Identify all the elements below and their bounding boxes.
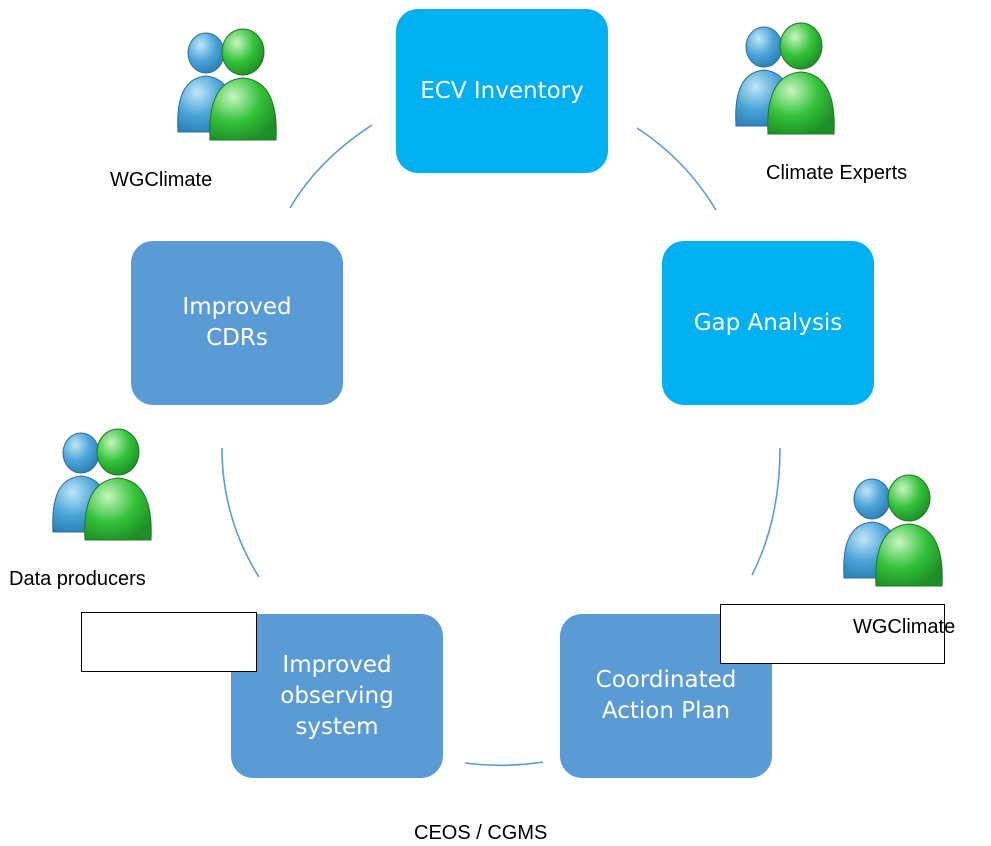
connector-gap-to-plan bbox=[751, 447, 781, 576]
climate-experts-label: Climate Experts bbox=[766, 162, 908, 184]
people-icon-right bbox=[843, 474, 943, 587]
connector-plan-to-obs bbox=[464, 761, 544, 767]
improved-cdrs-label: Improved CDRs bbox=[182, 294, 292, 351]
ecv-inventory-box: ECV Inventory bbox=[396, 9, 608, 173]
ceos-cgms-label: CEOS / CGMS bbox=[414, 822, 548, 844]
empty-box-right bbox=[720, 604, 945, 664]
empty-box-left bbox=[81, 612, 257, 672]
people-icon-left bbox=[52, 428, 152, 541]
gap-analysis-label: Gap Analysis bbox=[693, 309, 843, 336]
wgclimate-label-right: WGClimate bbox=[853, 616, 956, 638]
coordinated-action-plan-label: Coordinated Action Plan bbox=[595, 667, 737, 724]
gap-analysis-box: Gap Analysis bbox=[662, 241, 874, 405]
connector-obs-to-cdrs bbox=[221, 447, 260, 578]
improved-cdrs-box: Improved CDRs bbox=[131, 241, 343, 405]
improved-observing-system-label: Improved observing system bbox=[280, 651, 394, 740]
ecv-inventory-label: ECV Inventory bbox=[420, 77, 584, 104]
improved-observing-system-box: Improved observing system bbox=[231, 614, 443, 778]
people-icon-top-left bbox=[177, 28, 277, 141]
people-icon-top-right bbox=[735, 22, 835, 135]
connector-ecv-to-gap bbox=[636, 127, 717, 211]
coordinated-action-plan-box: Coordinated Action Plan bbox=[560, 614, 772, 778]
wgclimate-label-top: WGClimate bbox=[110, 169, 213, 191]
data-producers-label: Data producers bbox=[9, 568, 146, 590]
connector-cdrs-to-ecv bbox=[289, 124, 373, 209]
